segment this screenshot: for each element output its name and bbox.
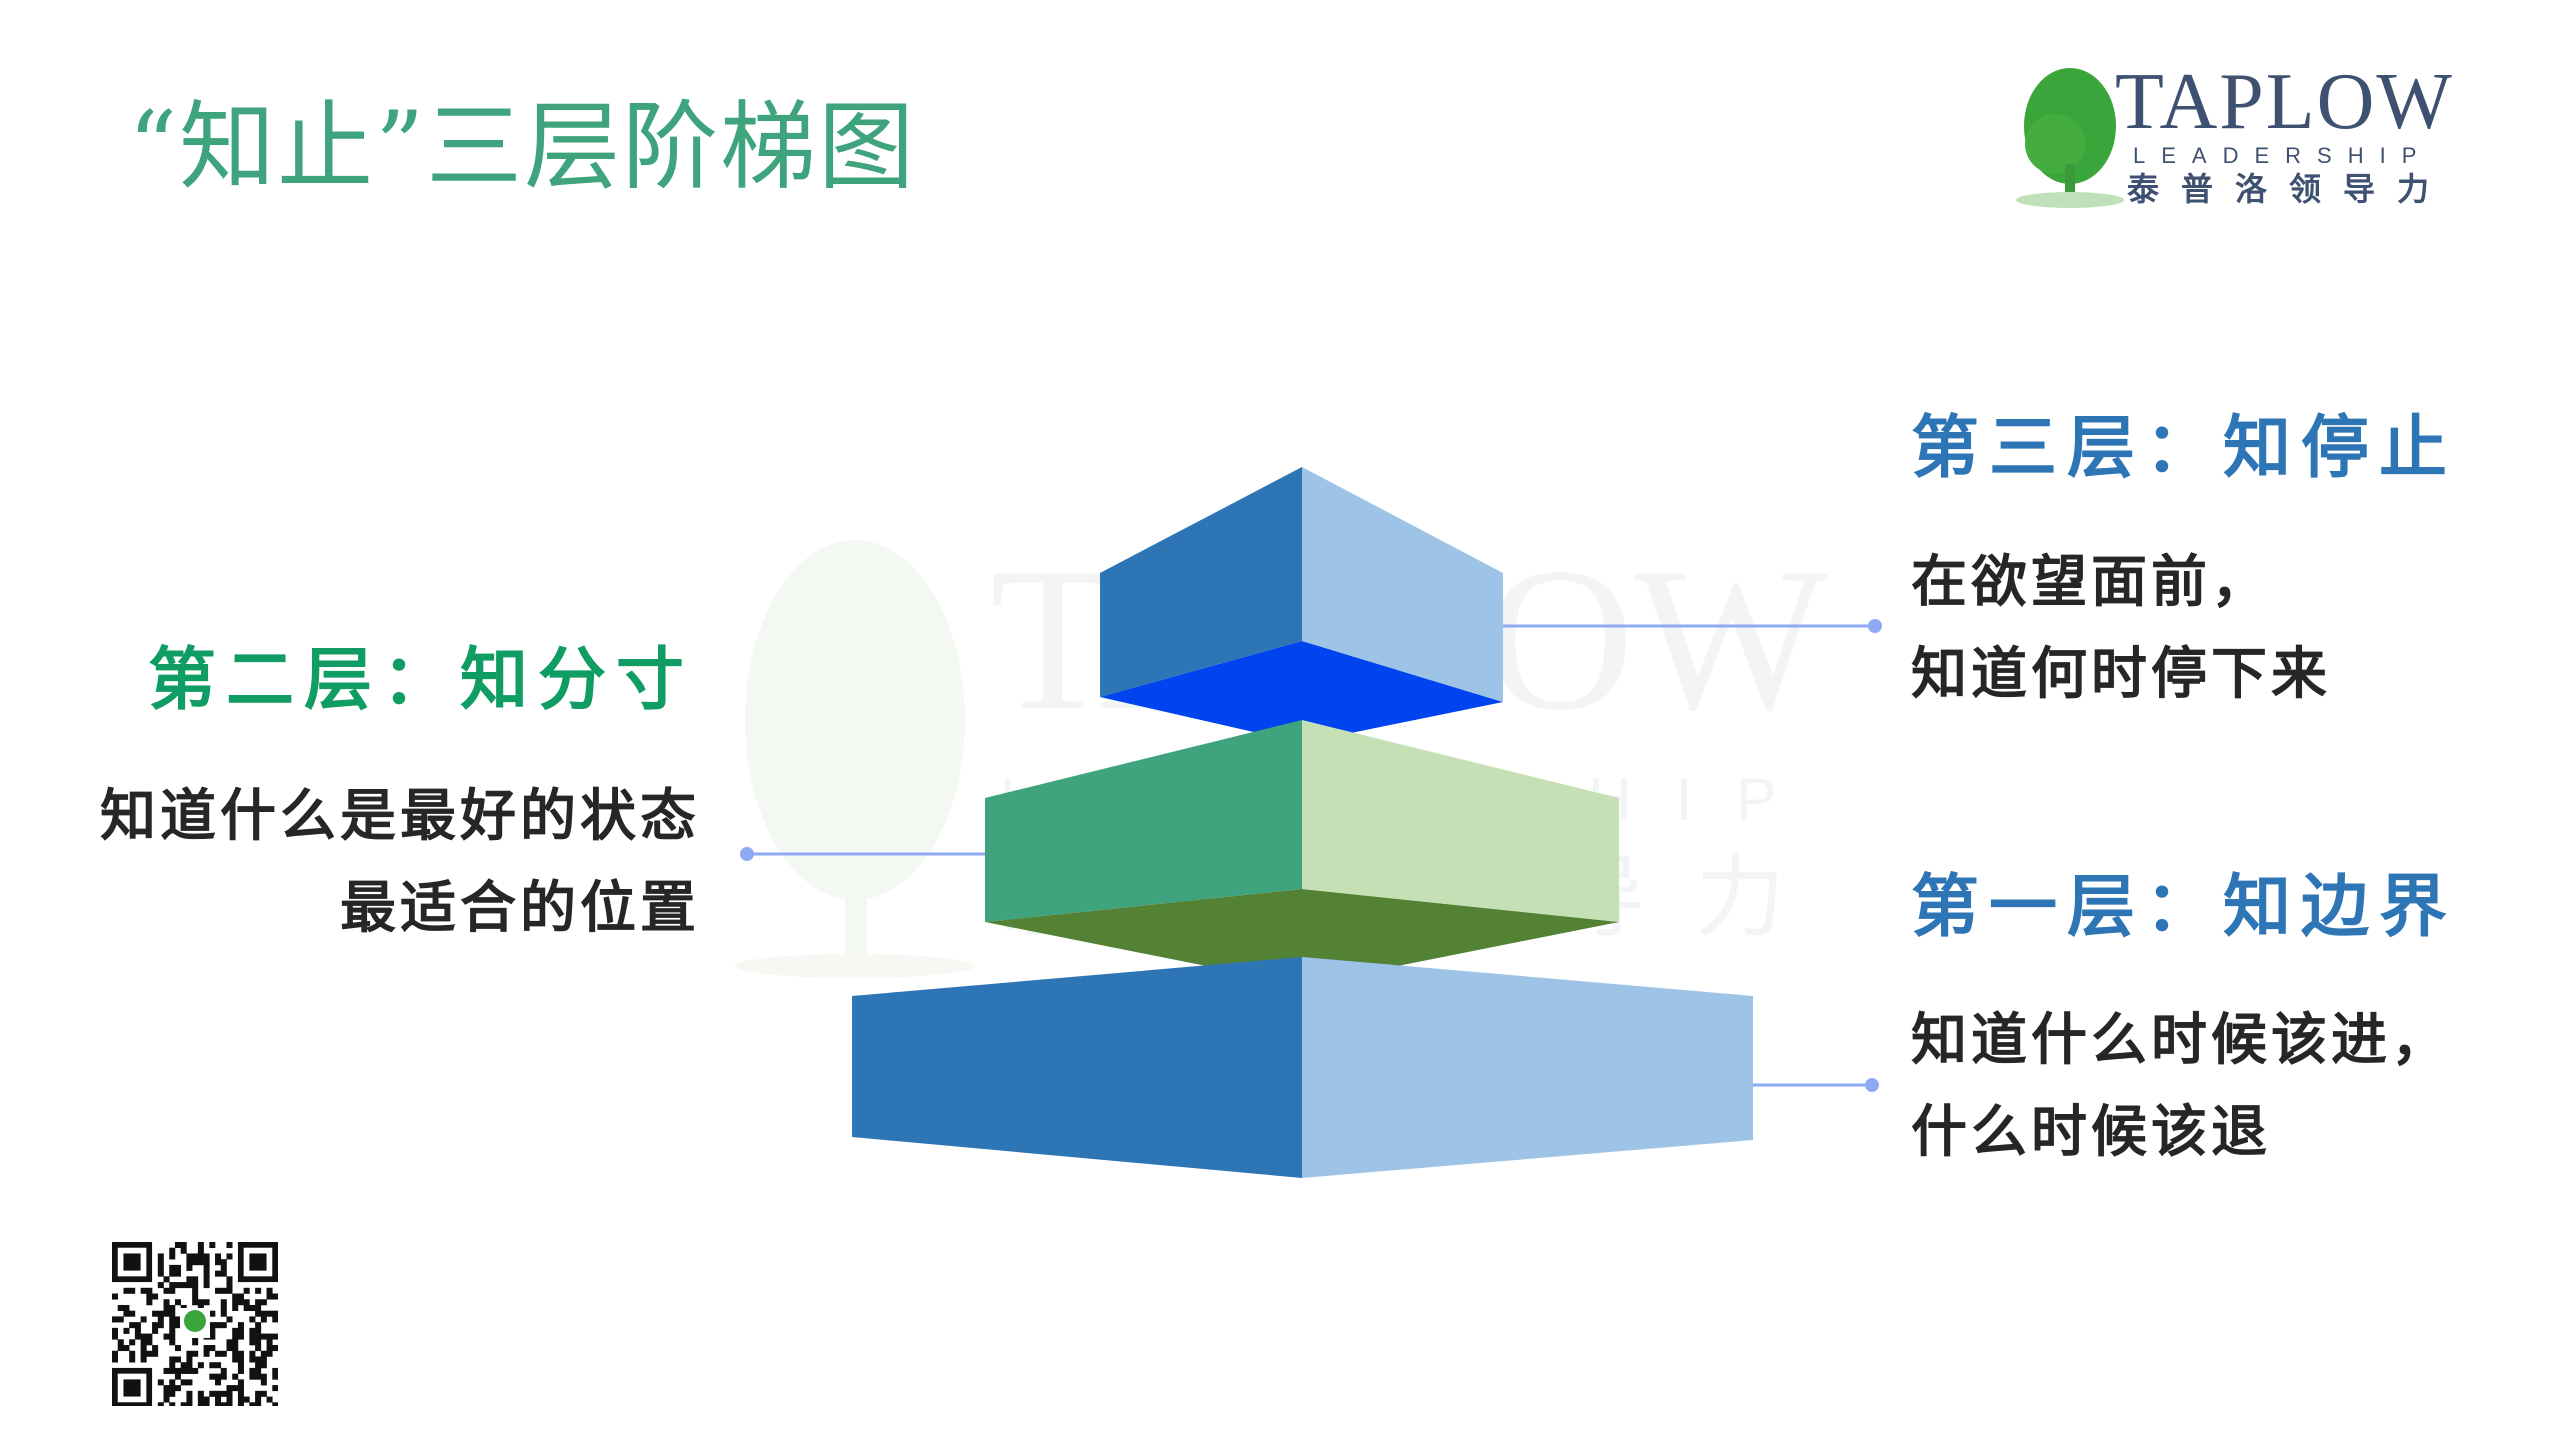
- top-block-left-face: [1100, 467, 1302, 697]
- taplow-logo: TAPLOW LEADERSHIP 泰普洛领导力: [2015, 62, 2485, 212]
- level-1-line-1: 知道什么时候该进，: [1911, 1007, 2451, 1073]
- level-3-line-1: 在欲望面前，: [1911, 549, 2271, 615]
- top-block-bottom-face: [1100, 641, 1503, 743]
- middle-block-bottom-face: [985, 889, 1619, 985]
- connector-dot-level-2: [740, 847, 754, 861]
- middle-block-left-face: [985, 720, 1302, 922]
- tree-icon: [2016, 68, 2124, 208]
- logo-sub: LEADERSHIP: [2133, 143, 2433, 168]
- top-block-right-face: [1302, 467, 1503, 702]
- level-2-line-2: 最适合的位置: [340, 875, 700, 941]
- bottom-block-left-face: [852, 957, 1302, 1178]
- level-2-text: 知道什么是最好的状态 最适合的位置: [100, 770, 700, 954]
- connector-dot-level-3: [1868, 619, 1882, 633]
- qr-code-icon: [112, 1242, 278, 1406]
- level-3-text: 在欲望面前， 知道何时停下来: [1911, 536, 2331, 720]
- connector-dot-level-1: [1865, 1078, 1879, 1092]
- logo-name: TAPLOW: [2115, 58, 2454, 146]
- level-2-line-1: 知道什么是最好的状态: [100, 783, 700, 849]
- level-3-line-2: 知道何时停下来: [1911, 641, 2331, 707]
- level-3-heading: 第三层：知停止: [1911, 408, 2458, 488]
- logo-cn: 泰普洛领导力: [2127, 170, 2452, 208]
- bottom-block-right-face: [1302, 957, 1753, 1178]
- level-2-heading: 第二层：知分寸: [147, 640, 694, 720]
- level-1-text: 知道什么时候该进， 什么时候该退: [1911, 994, 2451, 1178]
- level-1-line-2: 什么时候该退: [1911, 1099, 2271, 1165]
- page-title: “知止”三层阶梯图: [128, 91, 917, 203]
- level-1-heading: 第一层：知边界: [1911, 867, 2458, 947]
- middle-block-right-face: [1302, 720, 1619, 922]
